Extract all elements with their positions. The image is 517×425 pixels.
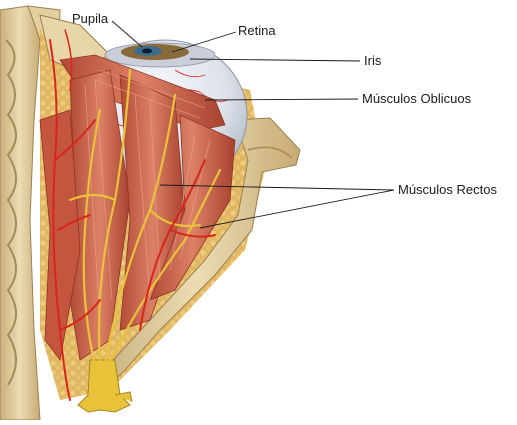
rectus-muscles-label: Músculos Rectos <box>398 182 497 197</box>
oblique-muscles-label: Músculos Oblicuos <box>362 91 471 106</box>
pupila-label: Pupila <box>72 11 108 26</box>
pupil-dot <box>142 49 152 54</box>
retina-label: Retina <box>238 23 276 38</box>
pupila-leader <box>112 21 142 47</box>
iris-label: Iris <box>364 53 381 68</box>
